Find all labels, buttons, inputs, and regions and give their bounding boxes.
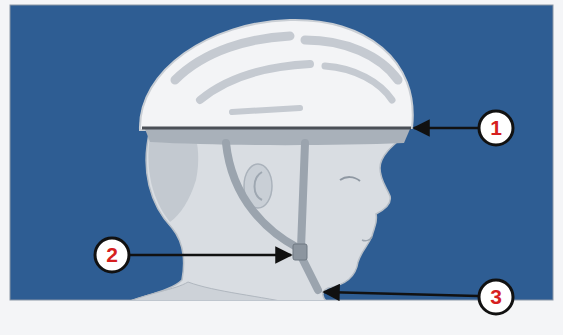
helmet xyxy=(140,20,413,145)
leader-arrow xyxy=(414,127,478,130)
leader-arrow xyxy=(130,254,291,257)
callout-circle xyxy=(479,280,513,314)
callout-circle xyxy=(95,238,129,272)
helmet-liner xyxy=(145,129,410,145)
hair-shade xyxy=(148,135,198,222)
eye xyxy=(340,177,360,181)
ear-inner xyxy=(255,172,263,200)
helmet-rim xyxy=(142,127,411,130)
chin-strap xyxy=(302,258,318,290)
helmet-vent xyxy=(325,66,392,100)
callout-number: 3 xyxy=(479,280,513,314)
front-strap xyxy=(301,143,305,248)
child-head xyxy=(120,130,404,300)
helmet-shell xyxy=(140,20,413,130)
mouth xyxy=(362,237,372,241)
callout-circle xyxy=(479,111,513,145)
helmet-vent xyxy=(200,64,310,100)
leader-lines xyxy=(130,128,478,296)
straps xyxy=(226,143,318,290)
strap-buckle xyxy=(293,244,307,260)
helmet-vent xyxy=(232,108,300,112)
leader-arrow xyxy=(324,292,478,296)
helmet-vent xyxy=(175,36,290,80)
head-profile xyxy=(120,130,404,300)
shoulder xyxy=(120,282,300,300)
callout-number: 1 xyxy=(479,111,513,145)
callout-circles xyxy=(95,111,513,314)
callout-number: 2 xyxy=(95,238,129,272)
rear-strap xyxy=(226,143,298,248)
